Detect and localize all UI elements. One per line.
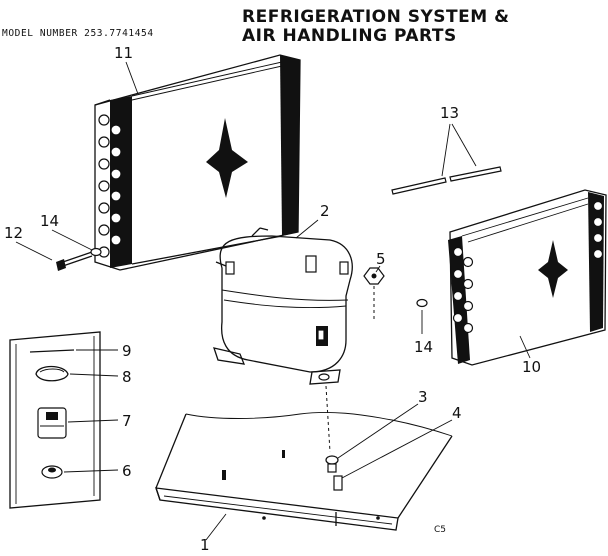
callout-2: 2 xyxy=(320,202,330,220)
compressor xyxy=(213,227,353,385)
title-line-1: REFRIGERATION SYSTEM & xyxy=(242,7,509,27)
cover xyxy=(37,407,67,439)
callout-14-left: 14 xyxy=(40,212,59,230)
callout-11: 11 xyxy=(114,44,133,62)
mounting-stud xyxy=(325,455,339,473)
clip xyxy=(35,365,69,382)
evaporator-coil xyxy=(448,189,607,366)
condenser-return-bends xyxy=(98,114,122,258)
callout-6: 6 xyxy=(122,462,132,480)
callout-5: 5 xyxy=(376,250,386,268)
figure-code: C5 xyxy=(434,525,446,535)
callout-14-right: 14 xyxy=(414,338,433,356)
tubing-pieces xyxy=(391,166,502,195)
callout-12: 12 xyxy=(4,224,23,242)
callout-4: 4 xyxy=(452,404,462,422)
screw xyxy=(56,251,93,271)
callout-10: 10 xyxy=(522,358,541,376)
capacitor xyxy=(41,465,63,479)
washer-right xyxy=(416,298,428,308)
parts-panel xyxy=(9,331,101,509)
callout-9: 9 xyxy=(122,342,132,360)
strap xyxy=(29,349,75,353)
callout-3: 3 xyxy=(418,388,428,406)
grommet xyxy=(363,267,385,285)
evaporator-return-bends xyxy=(452,200,604,334)
callout-1: 1 xyxy=(200,536,210,554)
condenser-coil xyxy=(94,54,301,271)
mounting-sleeve xyxy=(333,475,343,526)
callout-8: 8 xyxy=(122,368,132,386)
callout-7: 7 xyxy=(122,412,132,430)
model-number: MODEL NUMBER 253.7741454 xyxy=(2,28,154,39)
title-line-2: AIR HANDLING PARTS xyxy=(242,26,457,46)
base-pan xyxy=(155,411,453,531)
washer-left xyxy=(90,247,102,257)
callout-13: 13 xyxy=(440,104,459,122)
